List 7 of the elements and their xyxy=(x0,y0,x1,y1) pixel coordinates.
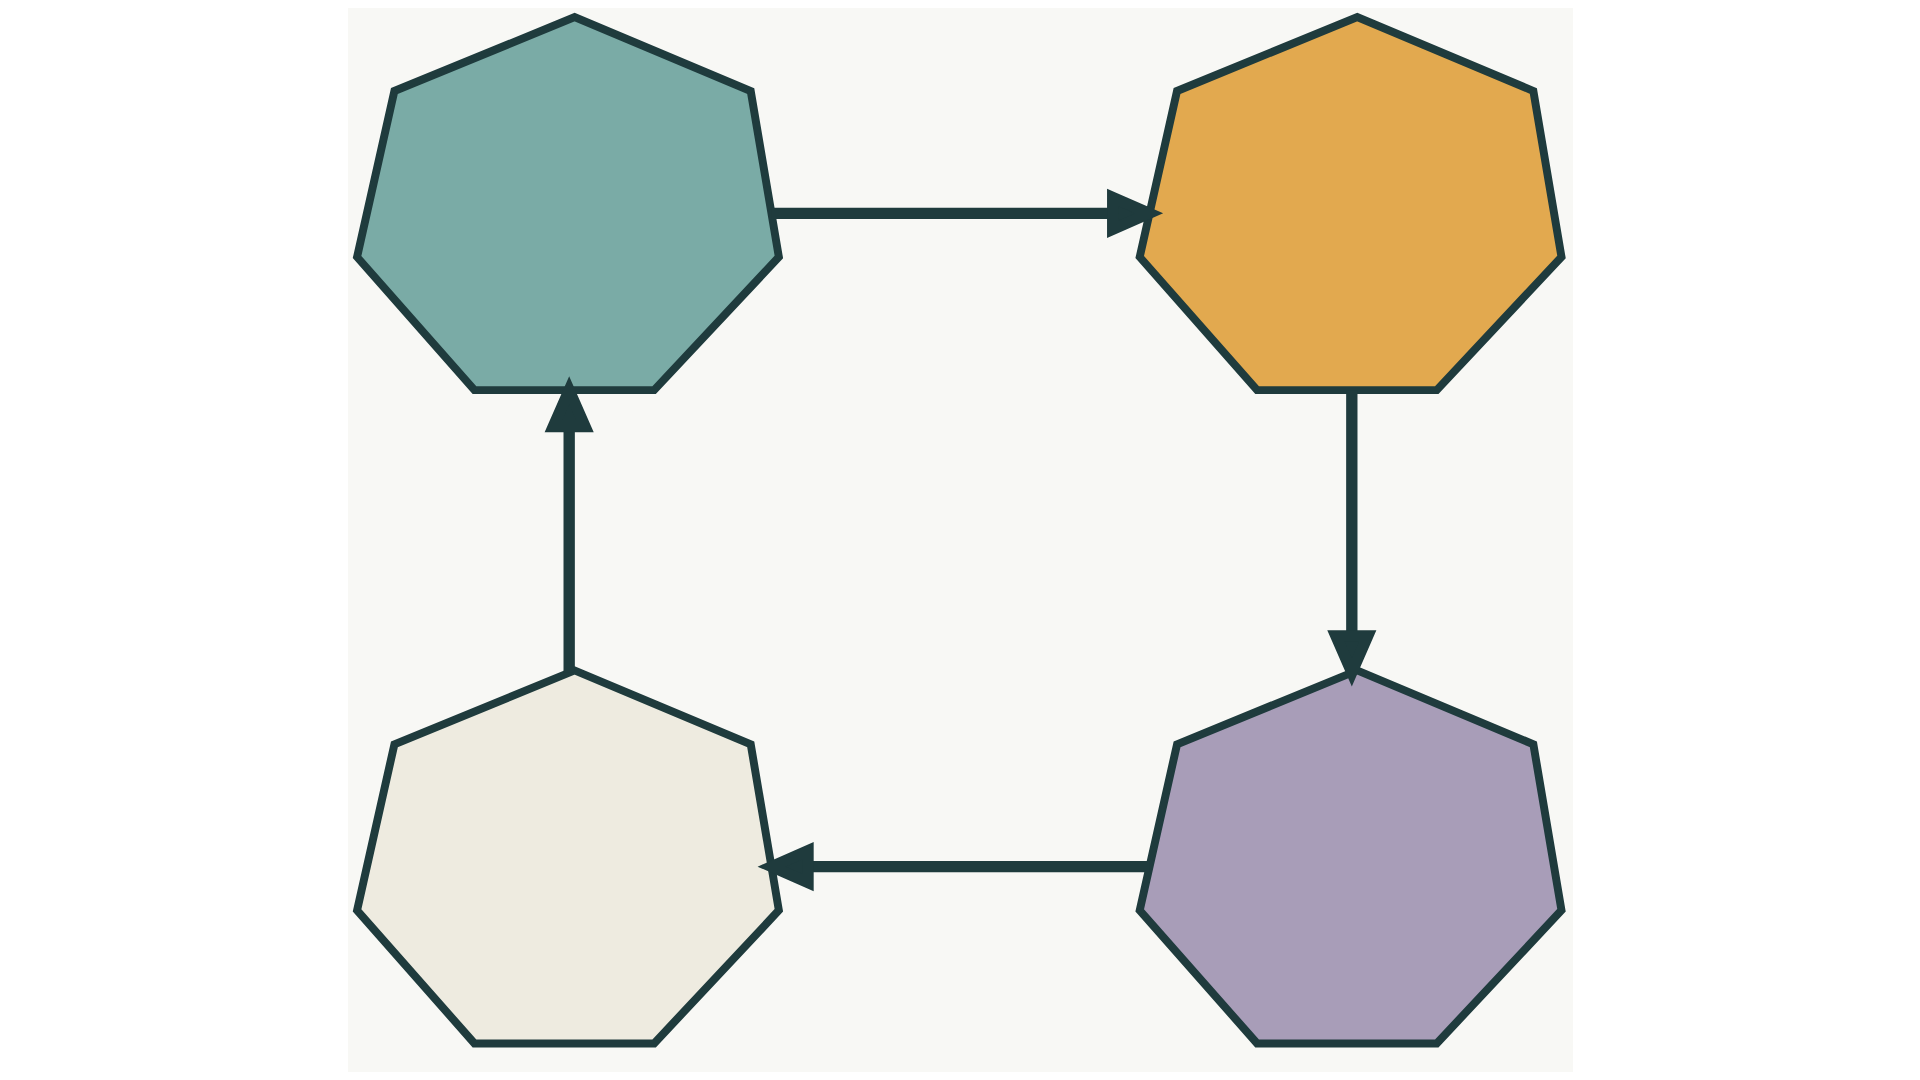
node-picture xyxy=(352,666,783,1048)
node-picture xyxy=(1134,666,1566,1048)
arrow xyxy=(544,376,594,673)
node-picture xyxy=(352,12,783,395)
arrow xyxy=(757,842,1149,892)
node-picture xyxy=(1134,12,1566,395)
arrow xyxy=(771,188,1163,238)
